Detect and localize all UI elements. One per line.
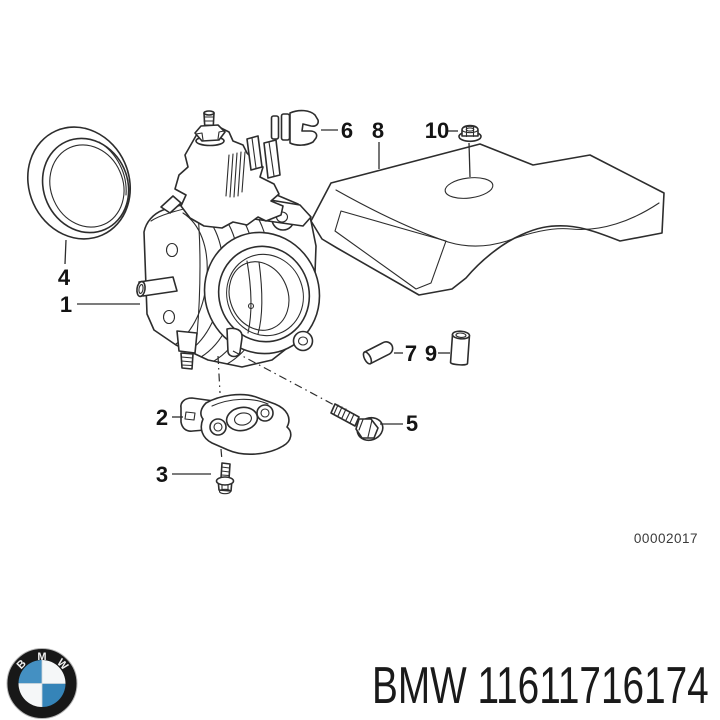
- callout-label-8: 8: [372, 118, 384, 143]
- cover-drawing: [310, 143, 665, 296]
- pin-drawing: [362, 341, 394, 365]
- part-number-caption: BMW 11611716174: [372, 660, 709, 712]
- bolt-drawing: [330, 403, 384, 442]
- logo-letter-m: M: [37, 651, 46, 663]
- callout-label-9: 9: [425, 341, 437, 366]
- sensor-drawing: [180, 393, 292, 455]
- logo-quadrant-seams: [18, 660, 66, 707]
- callout-label-4: 4: [58, 265, 71, 290]
- clip-drawing: [270, 109, 319, 146]
- assembly-lines: [217, 350, 337, 462]
- callout-label-3: 3: [156, 462, 168, 487]
- axis-body-to-sensor: [217, 355, 221, 394]
- callout-label-7: 7: [405, 341, 417, 366]
- logo-quadrant-bottom-right: [42, 683, 66, 707]
- callout-label-10: 10: [425, 118, 449, 143]
- nut-drawing: [458, 124, 482, 143]
- logo-quadrant-bottom-left: [18, 683, 42, 707]
- callout-label-2: 2: [156, 405, 168, 430]
- diagram-doc-number: 00002017: [634, 531, 698, 546]
- callout-label-1: 1: [60, 292, 72, 317]
- callout-label-6: 6: [341, 118, 353, 143]
- callout-labels: 1 2 3 4 5 6 7 8 9 10: [58, 118, 449, 487]
- screw-drawing: [215, 462, 235, 495]
- callout-label-5: 5: [406, 411, 418, 436]
- logo-quadrant-top-left: [18, 660, 42, 684]
- part-number-text: 11611716174: [477, 657, 709, 715]
- logo-quadrant-top-right: [42, 660, 66, 684]
- throttle-body-drawing: [136, 110, 321, 370]
- axis-body-to-bolt: [232, 350, 337, 407]
- leader-line-10b: [468, 142, 471, 178]
- leader-lines: [64, 129, 471, 475]
- bmw-logo: B M W: [6, 648, 78, 719]
- sleeve-drawing: [449, 330, 471, 366]
- axis-sensor-to-screw: [220, 448, 223, 462]
- brand-text: BMW: [372, 657, 467, 715]
- seal-ring-drawing: [26, 126, 132, 240]
- leader-line-4: [64, 239, 67, 265]
